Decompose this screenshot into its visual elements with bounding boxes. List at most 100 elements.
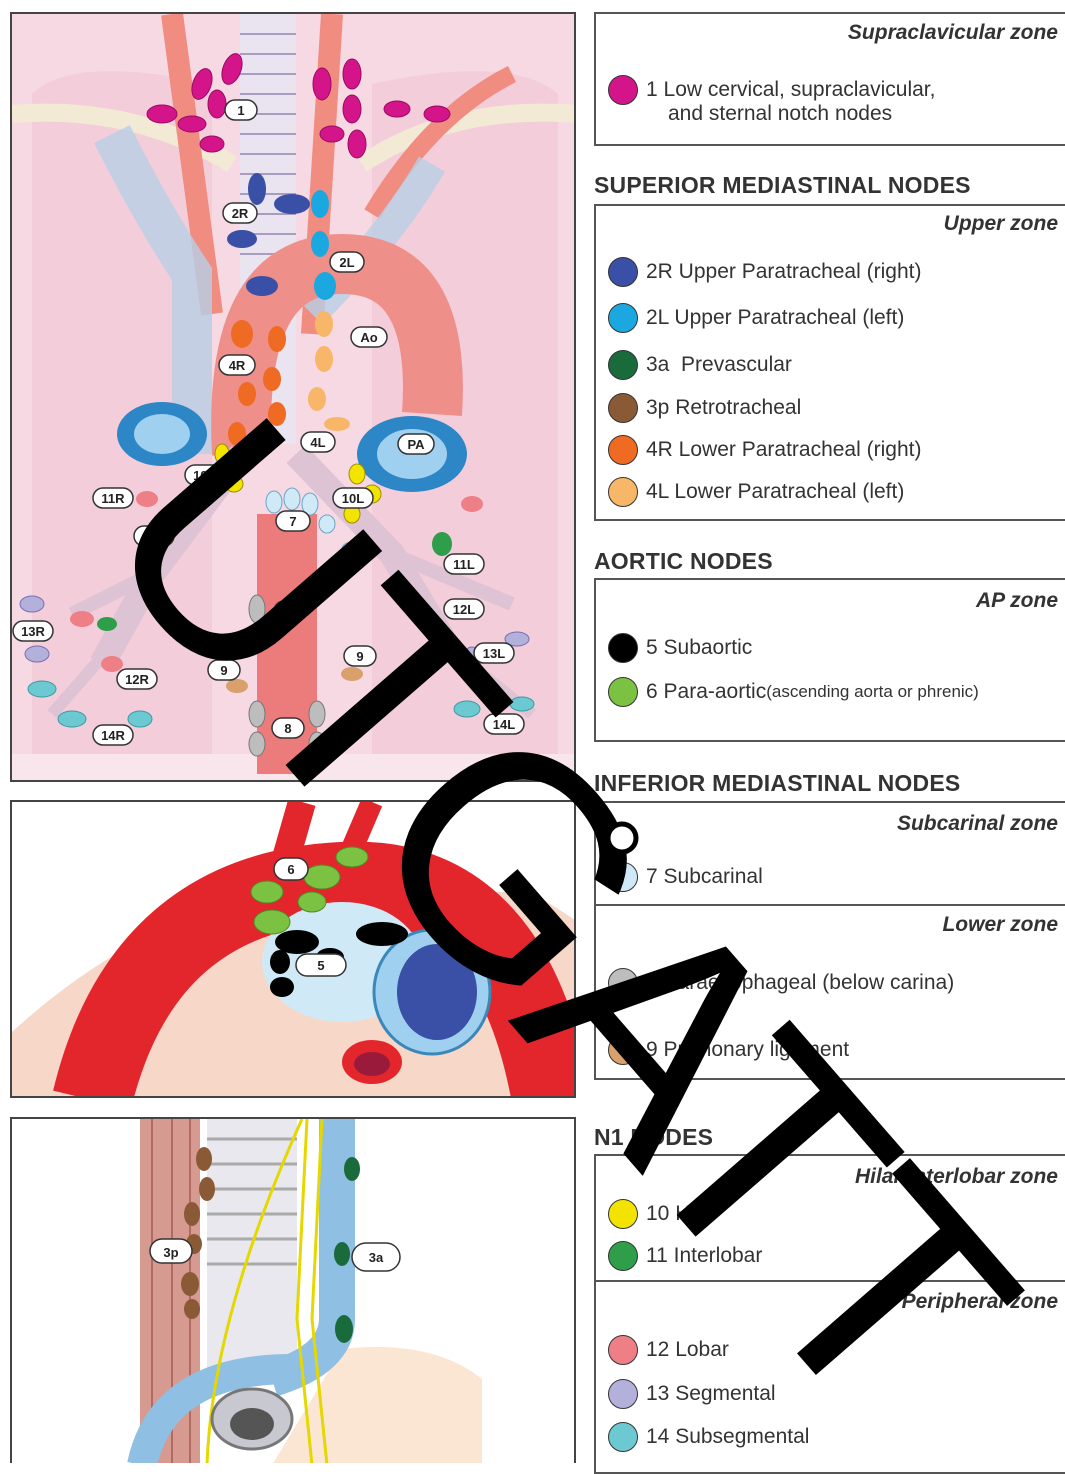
legend-label: 6 Para-aortic [646,680,766,704]
node-tag-4r: 4R [219,355,255,375]
node-tag-3a: 3a [352,1243,400,1271]
aortic-arch-drawing: 6 5 [12,802,576,1098]
legend-label: 11 Interlobar [646,1244,762,1268]
node-tag-6: 6 [274,858,308,880]
node-tag-7: 7 [276,511,310,531]
node-tag-10l: 10L [333,488,373,508]
legend-item-5: 5 Subaortic [608,632,752,664]
svg-text:10R: 10R [193,468,217,483]
legend-label: 4L Lower Paratracheal (left) [646,480,904,504]
node-tag-11r-upper: 11R [93,488,133,508]
zone-title-upper: Upper zone [944,212,1058,236]
svg-text:4L: 4L [310,435,325,450]
legend-label: 8 Paraesophageal (below carina) [646,971,954,995]
legend-item-14: 14 Subsegmental [608,1421,809,1453]
node-color-swatch [608,968,638,998]
legend-item-3p: 3p Retrotracheal [608,392,801,424]
svg-text:12L: 12L [453,602,475,617]
legend-item-10: 10 Hilar [608,1198,718,1230]
node-tag-9-right: 9 [344,646,376,666]
svg-text:12R: 12R [125,672,149,687]
legend-item-2r: 2R Upper Paratracheal (right) [608,256,921,288]
legend-item-13: 13 Segmental [608,1378,776,1410]
svg-text:13L: 13L [483,646,505,661]
section-heading-superior: SUPERIOR MEDIASTINAL NODES [594,172,971,199]
node-tag-13r: 13R [13,621,53,641]
legend-label-suffix: (ascending aorta or phrenic) [766,682,979,702]
zone-divider [596,904,1065,906]
node-tag-2l: 2L [330,252,364,272]
legend-item-4l: 4L Lower Paratracheal (left) [608,476,904,508]
node-tag-ao: Ao [351,327,387,347]
svg-text:10L: 10L [342,491,364,506]
legend-label: 13 Segmental [646,1382,776,1406]
node-tag-pa: PA [398,434,434,454]
node-color-swatch [608,862,638,892]
node-color-swatch [608,1241,638,1271]
svg-text:11L: 11L [453,557,475,572]
lateral-anatomy-drawing: 3p 3a [12,1119,576,1463]
zone-title-supraclavicular: Supraclavicular zone [848,21,1058,45]
svg-text:14L: 14L [493,717,515,732]
node-tag-5: 5 [296,954,346,976]
node-color-swatch [608,350,638,380]
legend-item-6: 6 Para-aortic (ascending aorta or phreni… [608,676,979,708]
node-color-swatch [608,477,638,507]
node-color-swatch [608,393,638,423]
legend-label-continued: and sternal notch nodes [668,102,892,126]
legend-label: 2L Upper Paratracheal (left) [646,306,904,330]
legend-item-9: 9 Pulmonary ligament [608,1034,849,1066]
legend-label: 4R Lower Paratracheal (right) [646,438,921,462]
node-tag-14r: 14R [93,725,133,745]
legend-label: 3p Retrotracheal [646,396,801,420]
legend-superior-box: Upper zone 2R Upper Paratracheal (right)… [594,204,1065,521]
section-heading-aortic: AORTIC NODES [594,548,773,575]
svg-text:8: 8 [286,604,293,619]
node-color-swatch [608,303,638,333]
legend-label: 14 Subsegmental [646,1425,809,1449]
svg-text:5: 5 [317,958,324,973]
node-tag-3p: 3p [150,1239,192,1263]
zone-title-lower: Lower zone [942,913,1058,937]
svg-text:6: 6 [287,862,294,877]
node-color-swatch [608,1422,638,1452]
node-color-swatch [608,75,638,105]
zone-title-peripheral: Peripheral zone [902,1290,1058,1314]
svg-text:2R: 2R [232,206,249,221]
svg-text:3p: 3p [163,1245,178,1260]
legend-aortic-box: AP zone 5 Subaortic 6 Para-aortic (ascen… [594,578,1065,742]
svg-text:PA: PA [407,437,425,452]
svg-text:1: 1 [237,103,244,118]
svg-text:13R: 13R [21,624,45,639]
zone-title-hilar: Hilar/Interlobar zone [855,1165,1058,1189]
node-color-swatch [608,257,638,287]
legend-label: 5 Subaortic [646,636,752,660]
svg-text:9: 9 [356,649,363,664]
legend-item-2l: 2L Upper Paratracheal (left) [608,302,904,334]
legend-label: 10 Hilar [646,1202,718,1226]
lateral-mediastinum-illustration: 3p 3a [10,1117,576,1463]
node-tag-12r: 12R [117,669,157,689]
zone-title-subcarinal: Subcarinal zone [897,812,1058,836]
legend-label: 9 Pulmonary ligament [646,1038,849,1062]
node-tag-11r-lower: 11R [134,526,174,546]
aortic-arch-illustration: 6 5 [10,800,576,1098]
node-color-swatch [608,1035,638,1065]
svg-text:9: 9 [220,663,227,678]
legend-item-8: 8 Paraesophageal (below carina) [608,967,954,999]
node-tag-8-upper: 8 [274,601,306,621]
section-heading-n1: N1 NODES [594,1124,713,1151]
svg-text:11R: 11R [101,491,125,506]
legend-label: 12 Lobar [646,1338,729,1362]
legend-label: 7 Subcarinal [646,865,763,889]
node-tag-4l: 4L [301,432,335,452]
node-tag-2r: 2R [223,203,257,223]
svg-text:2L: 2L [339,255,354,270]
svg-text:4R: 4R [229,358,246,373]
node-tag-9-left: 9 [208,660,240,680]
svg-text:Ao: Ao [360,330,377,345]
legend-item-4r: 4R Lower Paratracheal (right) [608,434,921,466]
node-color-swatch [608,1379,638,1409]
legend-item-11: 11 Interlobar [608,1240,762,1272]
legend-inferior-box: Subcarinal zone 7 Subcarinal Lower zone … [594,801,1065,1080]
